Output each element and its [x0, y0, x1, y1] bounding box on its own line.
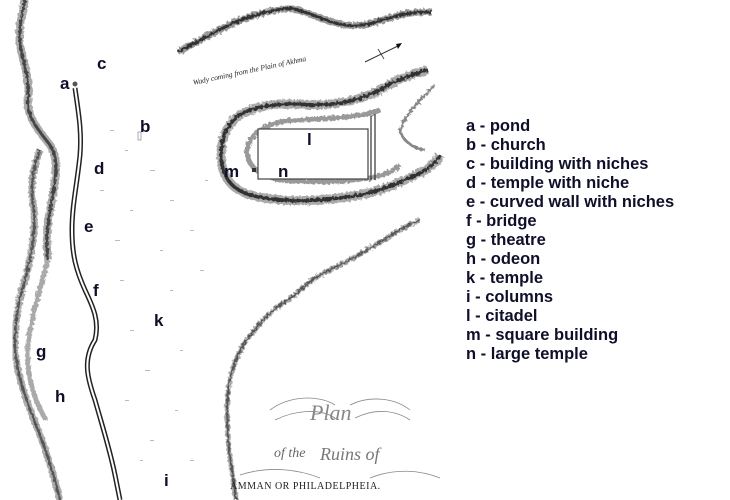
legend-item-n: n - large temple	[466, 345, 588, 363]
legend-item-f: f - bridge	[466, 212, 537, 230]
west-ridge	[11, 0, 64, 500]
legend-item-c: c - building with niches	[466, 155, 649, 173]
legend-item-d: d - temple with niche	[466, 174, 630, 192]
map-label-g: g	[36, 342, 47, 361]
map-label-h: h	[55, 387, 66, 406]
map-label-a: a	[60, 74, 70, 93]
square-building-marker	[252, 168, 256, 172]
title-cartouche-flourish	[239, 397, 441, 479]
map-label-k: k	[154, 311, 164, 330]
map-label-l: l	[307, 130, 312, 149]
legend-item-a: a - pond	[466, 117, 531, 135]
cartouche-of-the: of the	[274, 446, 306, 461]
ruins-map	[11, 0, 445, 500]
river	[69, 87, 123, 500]
map-label-n: n	[278, 162, 289, 181]
cartouche-ruins-of: Ruins of	[320, 444, 380, 464]
legend-item-e: e - curved wall with niches	[466, 193, 675, 211]
map-label-m: m	[224, 162, 240, 181]
map-label-i: i	[164, 471, 169, 490]
map-label-d: d	[94, 159, 105, 178]
legend-item-b: b - church	[466, 136, 546, 154]
legend-item-g: g - theatre	[466, 231, 546, 249]
north-ridge	[176, 4, 433, 56]
cartouche-place-name: AMMAN OR PHILADELPHEIA.	[230, 481, 381, 492]
citadel-hill	[216, 65, 445, 206]
map-label-f: f	[93, 281, 99, 300]
citadel-enclosure	[257, 128, 369, 180]
legend-item-k: k - temple	[466, 269, 544, 287]
east-ridge	[224, 217, 421, 500]
cartouche-plan: Plan	[310, 400, 352, 425]
pond-marker	[72, 81, 78, 87]
legend-item-i: i - columns	[466, 288, 554, 306]
legend-item-m: m - square building	[466, 326, 619, 344]
legend-item-l: l - citadel	[466, 307, 538, 325]
compass-arrow-icon	[364, 43, 402, 63]
legend-item-h: h - odeon	[466, 250, 541, 268]
map-label-c: c	[97, 54, 107, 73]
ruin-stipple	[100, 130, 208, 461]
map-legend: a - pond b - church c - building with ni…	[466, 117, 674, 364]
map-label-e: e	[84, 217, 94, 236]
map-label-b: b	[140, 117, 151, 136]
